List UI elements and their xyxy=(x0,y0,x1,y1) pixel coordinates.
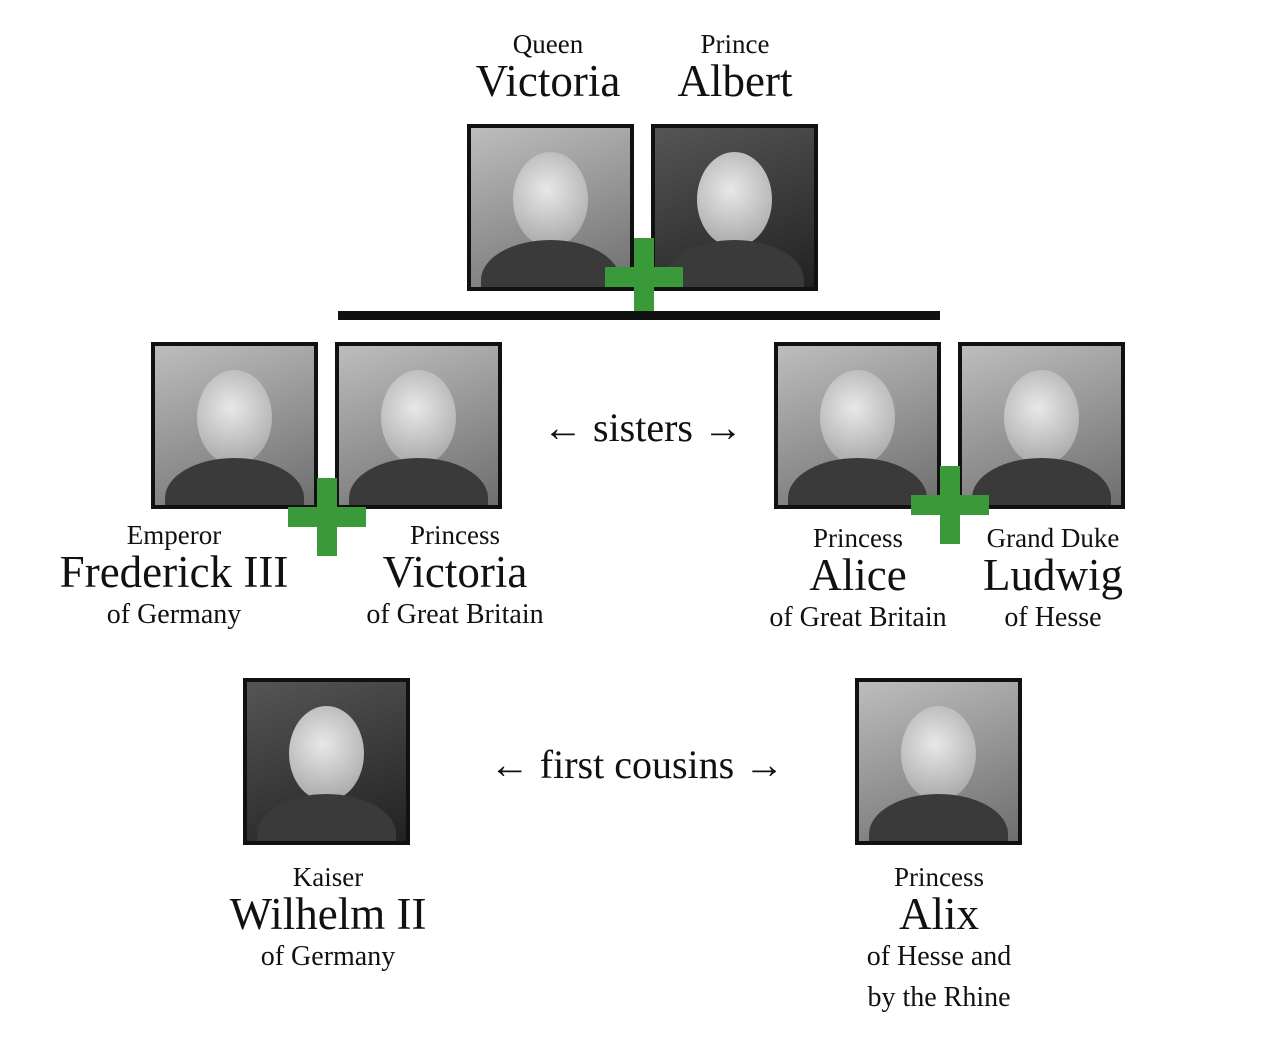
origin: of Germany xyxy=(106,599,242,630)
portrait-queen-victoria xyxy=(467,124,634,291)
origin: of Hesse and xyxy=(866,941,1012,972)
descent-line xyxy=(338,311,940,320)
label-ludwig: Grand Duke Ludwig of Hesse xyxy=(983,525,1123,632)
label-princess-alix: Princess Alix of Hesse and by the Rhine xyxy=(867,864,1012,1012)
title: Princess xyxy=(410,520,500,550)
name: Victoria xyxy=(475,56,621,106)
portrait-ludwig xyxy=(958,342,1125,509)
origin: of Great Britain xyxy=(366,599,544,630)
portrait-frederick-iii xyxy=(151,342,318,509)
portrait-princess-victoria xyxy=(335,342,502,509)
portrait-wilhelm-ii xyxy=(243,678,410,845)
label-princess-alice: Princess Alice of Great Britain xyxy=(769,525,946,632)
label-princess-victoria: Princess Victoria of Great Britain xyxy=(366,522,543,629)
name: Ludwig xyxy=(983,550,1123,600)
origin: of Hesse xyxy=(1004,602,1102,633)
origin: of Great Britain xyxy=(769,602,947,633)
label-frederick-iii: Emperor Frederick III of Germany xyxy=(60,522,289,629)
title: Prince xyxy=(700,29,770,59)
first-cousins-relation: ← first cousins → xyxy=(489,742,785,787)
name: Albert xyxy=(677,56,793,106)
sisters-relation: ← sisters → xyxy=(543,405,743,450)
title: Princess xyxy=(813,523,903,553)
portrait-prince-albert xyxy=(651,124,818,291)
portrait-princess-alix xyxy=(855,678,1022,845)
name: Alice xyxy=(809,550,907,600)
name: Victoria xyxy=(382,547,528,597)
title: Princess xyxy=(894,862,984,892)
marriage-plus-icon xyxy=(911,466,989,544)
title: Emperor xyxy=(126,520,222,550)
label-queen-victoria: Queen Victoria xyxy=(476,31,621,104)
title: Grand Duke xyxy=(986,523,1120,553)
title: Queen xyxy=(512,29,584,59)
marriage-plus-icon xyxy=(605,238,683,316)
name: Alix xyxy=(898,889,979,939)
marriage-plus-icon xyxy=(288,478,366,556)
title: Kaiser xyxy=(292,862,364,892)
name: Wilhelm II xyxy=(229,889,427,939)
origin: of Germany xyxy=(260,941,396,972)
label-wilhelm-ii: Kaiser Wilhelm II of Germany xyxy=(230,864,427,971)
portrait-princess-alice xyxy=(774,342,941,509)
origin-line-2: by the Rhine xyxy=(867,982,1011,1013)
label-prince-albert: Prince Albert xyxy=(678,31,793,104)
name: Frederick III xyxy=(59,547,289,597)
